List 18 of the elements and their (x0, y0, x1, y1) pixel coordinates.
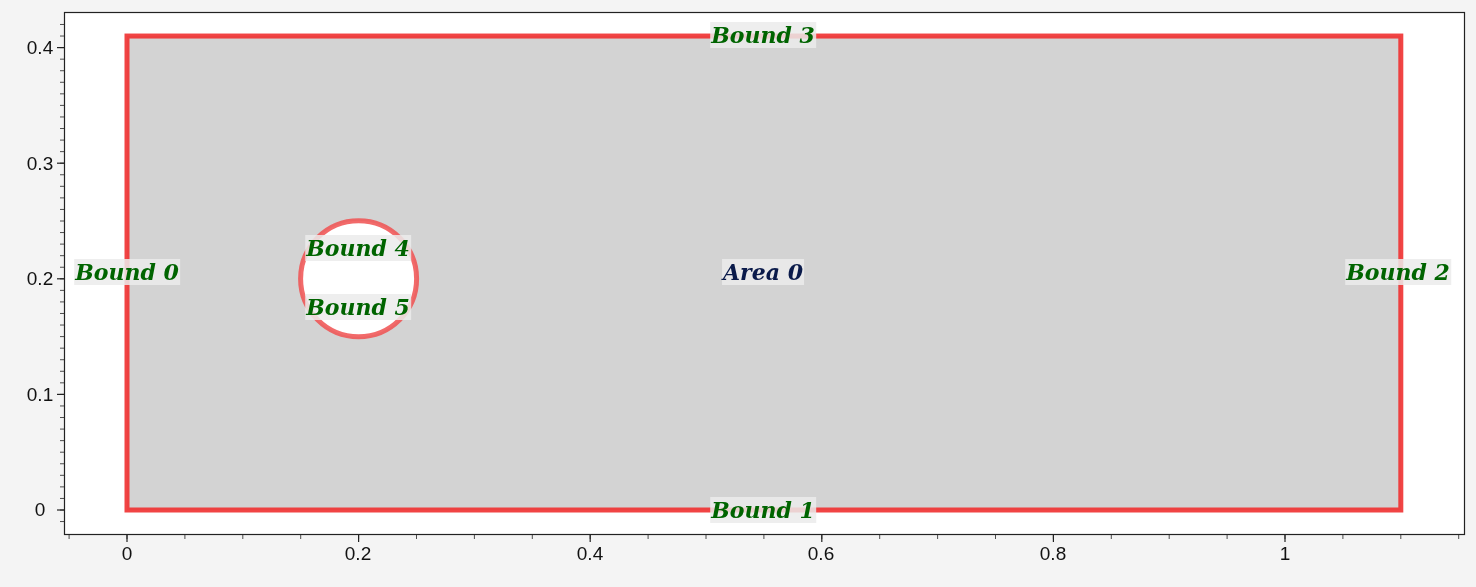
y-tick-label: 0.2 (26, 268, 54, 290)
y-tick-label: 0.3 (26, 153, 54, 175)
boundary-label: Bound 4 (305, 235, 411, 261)
x-tick-label: 0.8 (1039, 543, 1067, 565)
boundary-label: Bound 5 (305, 294, 411, 320)
x-tick-label: 1 (1279, 543, 1291, 565)
x-tick-label: 0 (121, 543, 133, 565)
x-tick-label: 0.2 (344, 543, 372, 565)
x-tick-label: 0.6 (807, 543, 835, 565)
boundary-label: Bound 1 (710, 497, 816, 523)
boundary-label: Bound 2 (1345, 259, 1451, 285)
y-tick-label: 0 (34, 499, 46, 521)
boundary-label: Bound 3 (710, 22, 816, 48)
boundary-label: Bound 0 (74, 259, 180, 285)
y-tick-label: 0.1 (26, 384, 54, 406)
y-tick-label: 0.4 (26, 37, 54, 59)
x-tick-label: 0.4 (576, 543, 604, 565)
area-label: Area 0 (722, 259, 804, 285)
